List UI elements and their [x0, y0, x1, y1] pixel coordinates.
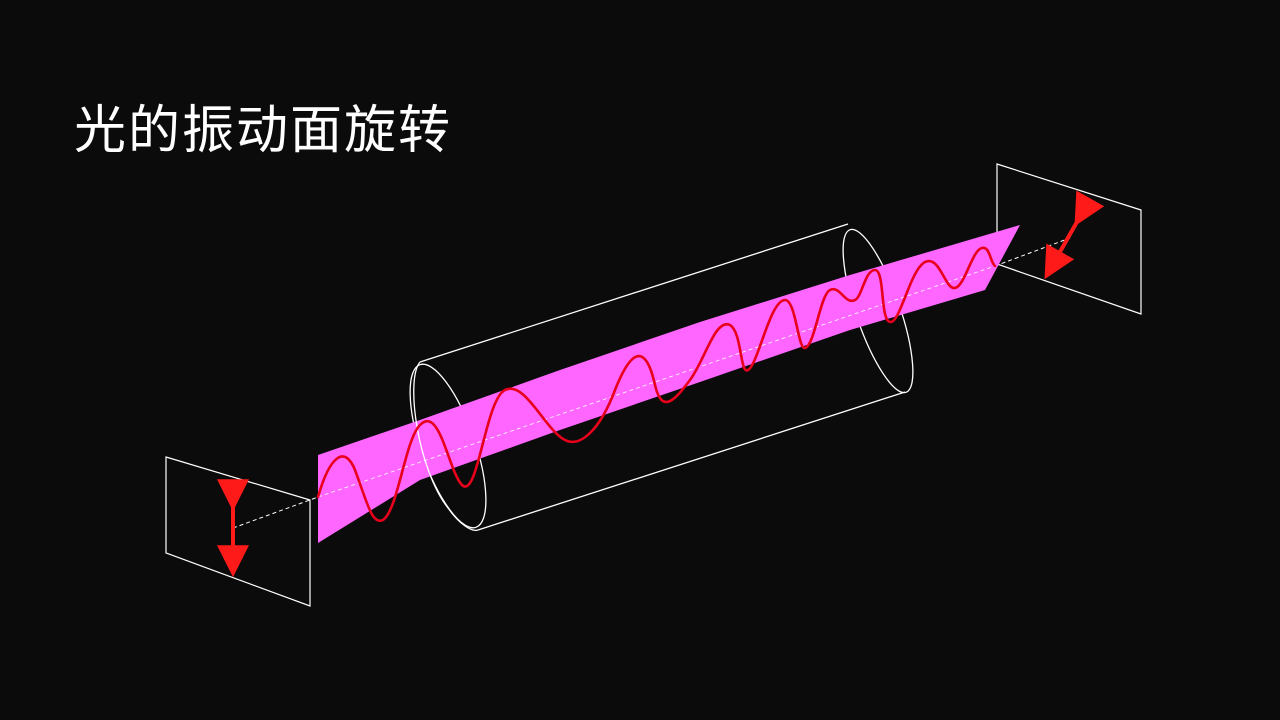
slide-title: 光的振动面旋转 [74, 101, 453, 161]
vibration-plane [318, 225, 1020, 543]
input-polarizer-panel [165, 456, 311, 607]
output-polarization-arrow [1044, 190, 1105, 280]
cylinder-left-rim-front [413, 361, 479, 531]
light-wave [316, 246, 997, 523]
optical-axis-left [232, 496, 319, 529]
cylinder-top-edge [419, 223, 849, 363]
cylinder-bottom-edge [477, 391, 906, 531]
optical-axis-center [317, 265, 996, 498]
